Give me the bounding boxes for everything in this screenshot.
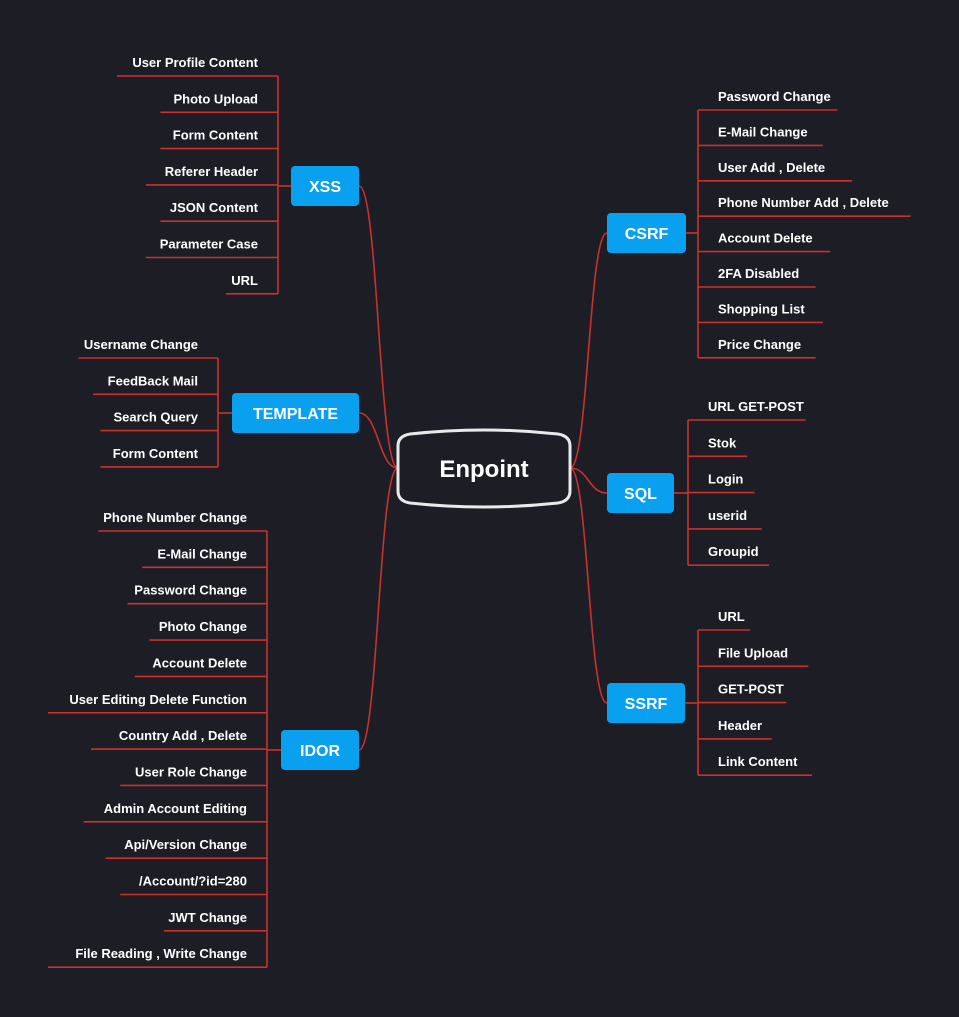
- leaf-xss-item: JSON Content: [170, 200, 259, 215]
- leaf-xss-item: Photo Upload: [174, 91, 259, 106]
- leaf-csrf-item: Phone Number Add , Delete: [718, 195, 889, 210]
- leaf-csrf-item: Password Change: [718, 89, 831, 104]
- branch-template: [358, 412, 399, 469]
- branch-xss: [358, 185, 399, 469]
- category-nodes: XSS TEMPLATE IDOR CSRF SQL SSRF: [232, 166, 686, 770]
- leaf-csrf-item: E-Mail Change: [718, 124, 808, 139]
- leaf-template-item: FeedBack Mail: [108, 373, 198, 388]
- category-template: TEMPLATE: [232, 393, 359, 433]
- category-ssrf-box: [607, 683, 685, 723]
- leaf-csrf-item: Price Change: [718, 337, 801, 352]
- root-node: Enpoint: [396, 428, 572, 509]
- leaf-sql-item: userid: [708, 508, 747, 523]
- leaf-idor-item: Api/Version Change: [124, 837, 247, 852]
- category-sql-label: SQL: [624, 486, 657, 503]
- leaf-ssrf-item: Header: [718, 718, 762, 733]
- leaf-csrf-item: User Add , Delete: [718, 160, 825, 175]
- leaf-xss-item: Referer Header: [165, 164, 258, 179]
- leaf-xss-item: Parameter Case: [160, 237, 258, 252]
- leaf-idor-item: Admin Account Editing: [104, 801, 247, 816]
- leaf-ssrf-item: GET-POST: [718, 682, 784, 697]
- leaf-ssrf-item: File Upload: [718, 645, 788, 660]
- category-template-label: TEMPLATE: [253, 406, 338, 423]
- category-idor-label: IDOR: [300, 743, 340, 760]
- leaf-idor-item: Photo Change: [159, 619, 247, 634]
- category-template-box: [232, 393, 359, 433]
- leaf-idor-item: User Role Change: [135, 764, 247, 779]
- branch-csrf: [569, 232, 608, 469]
- category-ssrf-label: SSRF: [625, 696, 668, 713]
- leaf-sql-item: URL GET-POST: [708, 399, 804, 414]
- leaf-idor-item: User Editing Delete Function: [69, 692, 247, 707]
- leaf-idor-item: File Reading , Write Change: [75, 946, 247, 961]
- leaf-template-item: Form Content: [113, 446, 199, 461]
- leaf-idor-item: E-Mail Change: [157, 546, 247, 561]
- leaf-idor-item: Country Add , Delete: [119, 728, 247, 743]
- root-label: Enpoint: [439, 456, 528, 483]
- leaf-xss-item: Form Content: [173, 128, 259, 143]
- category-ssrf: SSRF: [607, 683, 685, 723]
- leaf-idor-item: Password Change: [134, 583, 247, 598]
- category-xss-box: [291, 166, 359, 206]
- category-csrf-box: [607, 213, 686, 253]
- branch-sql: [569, 467, 608, 494]
- category-csrf-label: CSRF: [625, 226, 669, 243]
- category-csrf: CSRF: [607, 213, 686, 253]
- leaf-xss-item: URL: [231, 273, 258, 288]
- root-node-outline: [396, 428, 572, 509]
- category-sql-box: [607, 473, 674, 513]
- leaf-idor-item: JWT Change: [168, 910, 247, 925]
- leaf-idor-item: /Account/?id=280: [139, 874, 247, 889]
- category-sql: SQL: [607, 473, 674, 513]
- leaf-idor-item: Account Delete: [152, 655, 247, 670]
- leaf-csrf-item: 2FA Disabled: [718, 266, 799, 281]
- category-idor-box: [281, 730, 359, 770]
- leaf-csrf-item: Account Delete: [718, 231, 813, 246]
- leaf-sql-item: Login: [708, 472, 743, 487]
- leaf-template-item: Username Change: [84, 337, 198, 352]
- branch-idor: [358, 467, 399, 751]
- branch-ssrf: [569, 467, 608, 704]
- category-xss-label: XSS: [309, 179, 341, 196]
- leaf-sql-item: Stok: [708, 435, 737, 450]
- leaf-ssrf-item: URL: [718, 609, 745, 624]
- category-idor: IDOR: [281, 730, 359, 770]
- leaf-csrf-item: Shopping List: [718, 301, 805, 316]
- leaf-template-item: Search Query: [113, 410, 198, 425]
- branch-lines: [358, 185, 608, 751]
- leaf-ssrf-item: Link Content: [718, 754, 798, 769]
- leaf-idor-item: Phone Number Change: [103, 510, 247, 525]
- category-xss: XSS: [291, 166, 359, 206]
- leaf-sql-item: Groupid: [708, 544, 759, 559]
- leaf-xss-item: User Profile Content: [132, 55, 258, 70]
